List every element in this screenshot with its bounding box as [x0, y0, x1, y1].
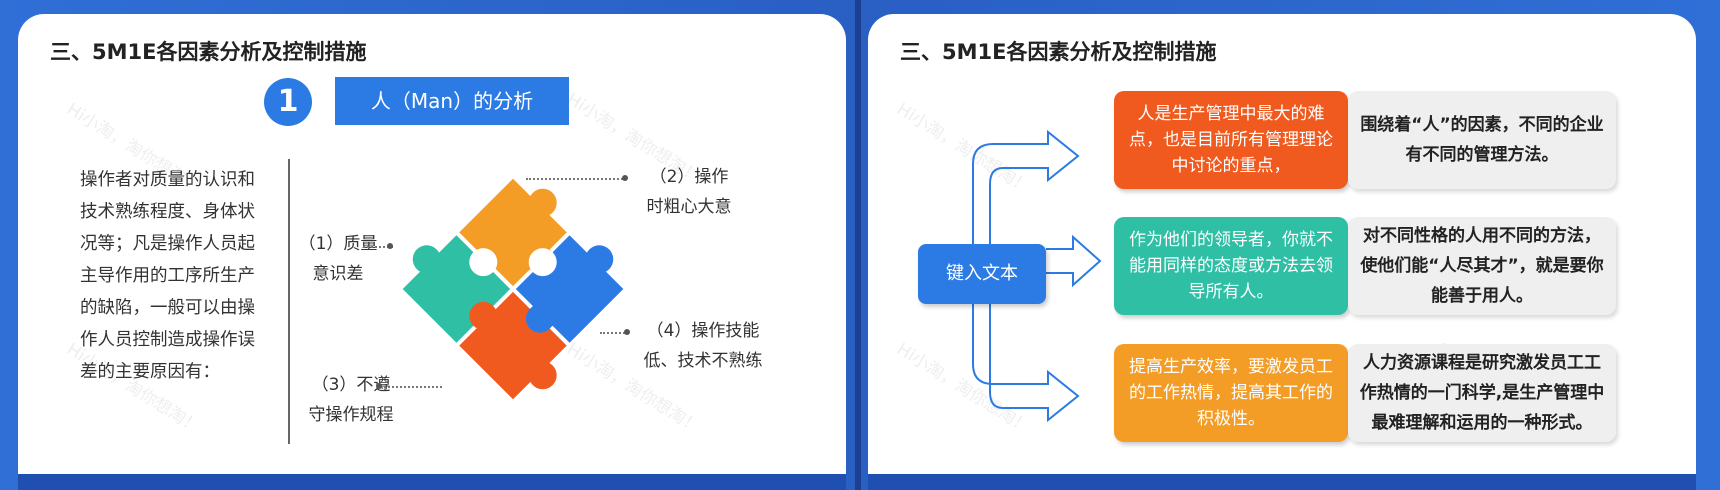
row-1-color-box: 人是生产管理中最大的难点，也是目前所有管理理论中讨论的重点，	[1114, 91, 1348, 189]
connector-line	[600, 332, 628, 334]
row-3-color-box: 提高生产效率，要激发员工的工作热情，提高其工作的积极性。	[1114, 344, 1348, 442]
connector-line	[363, 246, 393, 248]
row-3-gray-box: 人力资源课程是研究激发员工工作热情的一门科学,是生产管理中最难理解和运用的一种形…	[1348, 344, 1616, 442]
puzzle-piece-bottom	[459, 291, 567, 400]
label-quality-awareness: （1）质量意识差	[298, 234, 378, 284]
connector-line	[526, 178, 626, 180]
connector-dot	[624, 329, 630, 335]
connector-dot	[387, 243, 393, 249]
connector-line	[380, 386, 442, 388]
left-slide[interactable]: Hi小淘，淘你想淘！ Hi小淘，淘你想淘！ Hi小淘，淘你想淘！ Hi小淘，淘你…	[18, 14, 846, 474]
right-bottom-strip	[868, 474, 1696, 490]
slide-divider	[855, 0, 861, 490]
section-number: 1	[264, 78, 312, 126]
description-text: 操作者对质量的认识和技术熟练程度、身体状况等；凡是操作人员起主导作用的工序所生产…	[80, 170, 255, 382]
branch-arrows	[972, 129, 1102, 423]
label-careless: （2）操作时粗心大意	[646, 167, 732, 217]
label-skill: （4）操作技能低、技术不熟练	[643, 321, 763, 371]
slide-title: 三、5M1E各因素分析及控制措施	[50, 40, 367, 64]
row-2-color-box: 作为他们的领导者，你就不能用同样的态度或方法去领导所有人。	[1114, 217, 1348, 315]
key-text-box[interactable]: 键入文本	[918, 244, 1046, 304]
puzzle-graphic	[402, 178, 624, 400]
slide-title: 三、5M1E各因素分析及控制措施	[900, 40, 1217, 64]
label-rules: （3）不遵守操作规程	[308, 375, 394, 425]
right-slide[interactable]: Hi小淘，淘你想淘！ Hi小淘，淘你想淘！ Hi小淘，淘你想淘！ Hi小淘，淘你…	[868, 14, 1696, 474]
connector-dot	[376, 383, 382, 389]
row-2-gray-box: 对不同性格的人用不同的方法，使他们能“人尽其才”，就是要你能善于用人。	[1348, 217, 1616, 315]
connector-dot	[622, 175, 628, 181]
left-bottom-strip	[18, 474, 846, 490]
section-title-box: 人（Man）的分析	[335, 77, 569, 125]
vertical-divider	[288, 159, 290, 444]
row-1-gray-box: 围绕着“人”的因素，不同的企业有不同的管理方法。	[1348, 91, 1616, 189]
